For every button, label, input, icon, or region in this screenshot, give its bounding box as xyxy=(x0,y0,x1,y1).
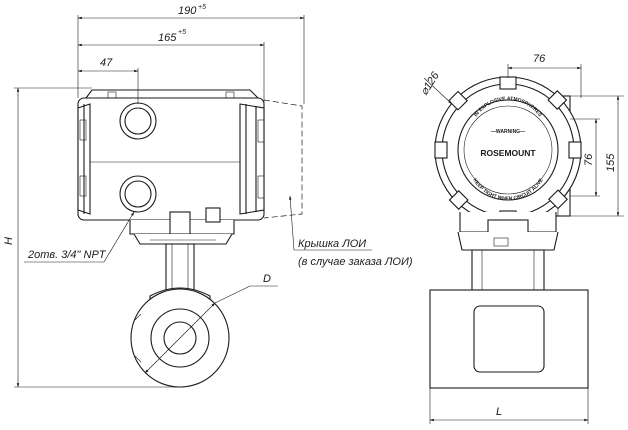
dim-length: L xyxy=(429,388,589,424)
dim-conduit-offset: 47 xyxy=(77,57,139,104)
dim-side-width: 76 xyxy=(507,53,582,98)
sensor-neck xyxy=(165,243,195,291)
callout-lcd-cover-text: Крышка ЛОИ xyxy=(298,238,366,250)
callout-lcd-cover-note: (в случае заказа ЛОИ) xyxy=(298,256,413,268)
dim-165-label: 165 xyxy=(158,32,177,44)
dim-165-tol: +5 xyxy=(178,29,186,36)
dim-126-label: ⌀126 xyxy=(418,69,442,97)
dim-flange-diameter: D xyxy=(144,273,278,374)
side-view: IN EXPLOSIVE ATMOSPHERES —WARNING— ROSEM… xyxy=(418,53,624,424)
dim-D-label: D xyxy=(263,273,271,285)
flowtube-body xyxy=(429,289,589,389)
dim-47-label: 47 xyxy=(100,57,113,69)
dim-155-label: 155 xyxy=(605,153,617,172)
dim-cover-diameter: ⌀126 xyxy=(418,69,453,105)
side-neck xyxy=(457,212,559,291)
callout-conduit: 2отв. 3/4" NPT xyxy=(24,211,135,263)
dim-height: H xyxy=(3,87,178,388)
transmitter-housing xyxy=(77,89,303,245)
dim-overall-width: 190 +5 xyxy=(77,4,305,104)
callout-lcd-cover: Крышка ЛОИ (в случае заказа ЛОИ) xyxy=(289,195,413,268)
cover-ring-text-warning: —WARNING— xyxy=(491,129,525,135)
dim-housing-width: 165 +5 xyxy=(77,29,265,104)
housing-cover: IN EXPLOSIVE ATMOSPHERES —WARNING— ROSEM… xyxy=(434,76,582,224)
callout-conduit-text: 2отв. 3/4" NPT xyxy=(27,249,107,261)
front-view: 190 +5 165 +5 47 H D xyxy=(3,4,413,388)
dim-76-vertical-label: 76 xyxy=(583,153,595,166)
dim-L-label: L xyxy=(496,406,502,418)
dim-76-horizontal-label: 76 xyxy=(533,53,546,65)
cover-brand-logo: ROSEMOUNT xyxy=(480,148,536,158)
dim-190-tol: +5 xyxy=(198,4,206,11)
dim-side-height-b: 155 xyxy=(570,95,624,217)
dim-190-label: 190 xyxy=(178,5,197,17)
dim-H-label: H xyxy=(3,237,15,245)
dim-side-height-a: 76 xyxy=(570,118,600,197)
